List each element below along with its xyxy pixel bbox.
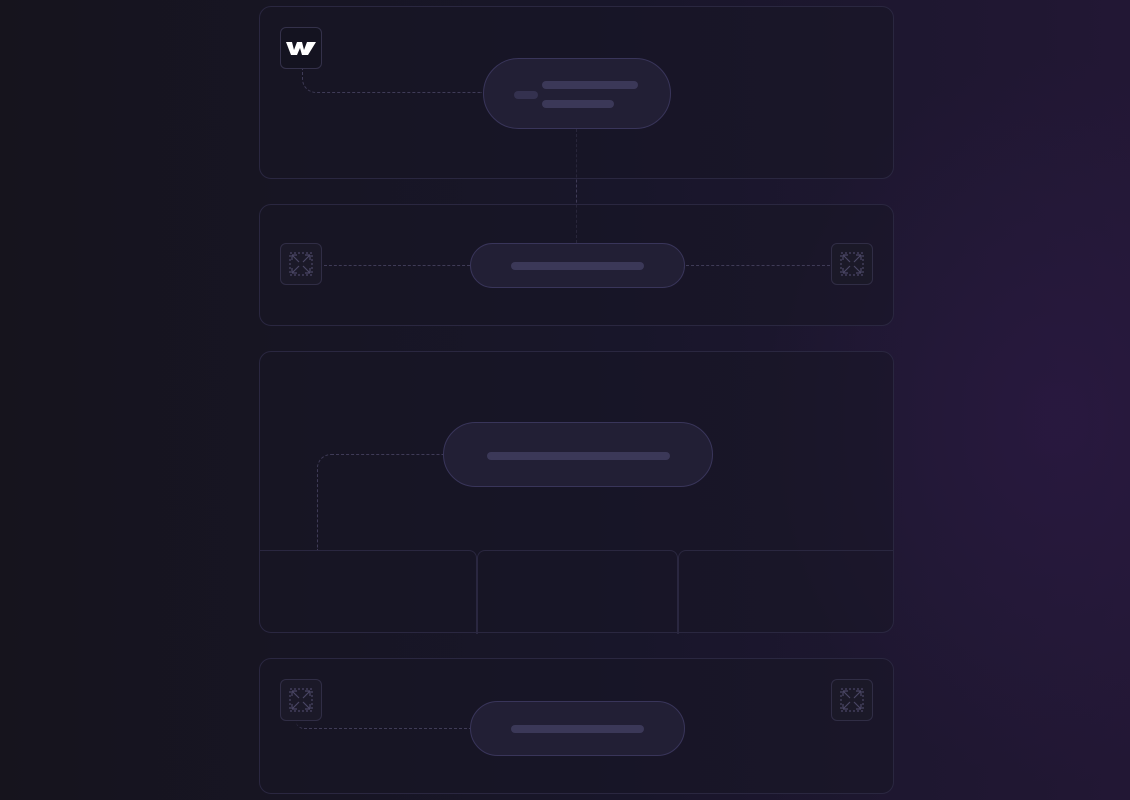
expand-arrows-svg xyxy=(289,688,313,712)
sub-panel-right xyxy=(678,550,894,634)
placeholder-pill[interactable] xyxy=(470,243,685,288)
connector-icon-to-pill xyxy=(296,721,470,729)
sub-panel-left xyxy=(260,550,477,634)
flow-card-split xyxy=(259,351,894,634)
expand-arrows-icon[interactable] xyxy=(831,243,873,285)
expand-arrows-icon[interactable] xyxy=(280,243,322,285)
expand-arrows-icon[interactable] xyxy=(831,679,873,721)
connector-right xyxy=(686,265,830,266)
placeholder-bar xyxy=(542,100,614,108)
connector-left xyxy=(324,265,470,266)
placeholder-pill[interactable] xyxy=(483,58,671,129)
webflow-logo-icon xyxy=(280,27,322,69)
connector-pill-to-panel xyxy=(317,454,443,550)
expand-arrows-icon[interactable] xyxy=(280,679,322,721)
flow-card-top xyxy=(259,6,894,179)
expand-arrows-svg xyxy=(840,688,864,712)
placeholder-pill[interactable] xyxy=(470,701,685,756)
placeholder-pill[interactable] xyxy=(443,422,713,487)
webflow-logo-svg xyxy=(286,42,316,55)
expand-arrows-svg xyxy=(289,252,313,276)
flow-card-bottom xyxy=(259,658,894,794)
flow-card-expand xyxy=(259,204,894,326)
connector-vertical xyxy=(576,129,577,243)
expand-arrows-svg xyxy=(840,252,864,276)
placeholder-bar xyxy=(542,81,638,89)
placeholder-bar xyxy=(487,452,670,460)
placeholder-bar-short xyxy=(514,91,538,99)
connector-logo-to-pill xyxy=(302,69,482,93)
sub-panel-middle xyxy=(477,550,678,634)
placeholder-bar xyxy=(511,725,644,733)
placeholder-bar xyxy=(511,262,644,270)
